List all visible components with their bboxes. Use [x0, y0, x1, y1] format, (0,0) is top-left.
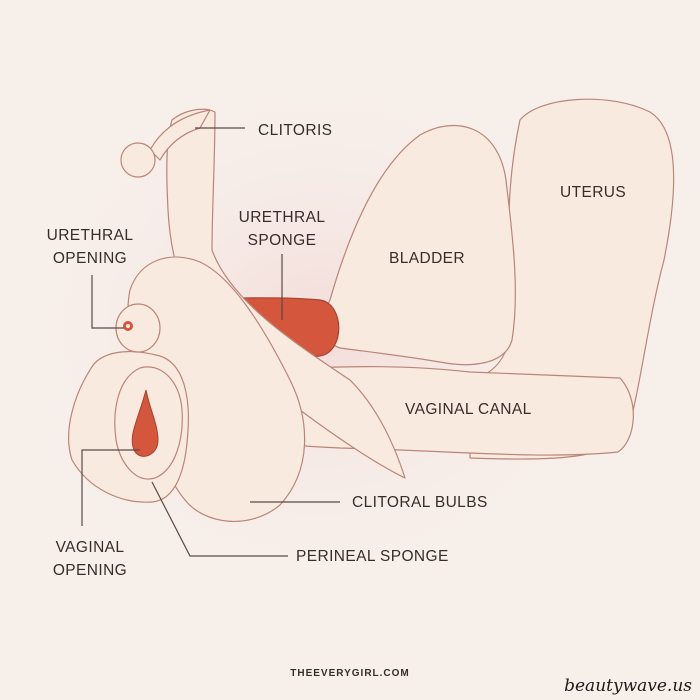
vaginal-opening-shape: [131, 389, 159, 457]
clitoris-stem: [149, 109, 211, 161]
label-perineal-sponge: PERINEAL SPONGE: [296, 548, 449, 565]
label-bladder: BLADDER: [389, 250, 466, 267]
source-credit: THEEVERYGIRL.COM: [290, 668, 410, 679]
label-vaginal-opening: VAGINAL OPENING: [40, 536, 140, 582]
label-vaginal-opening-line2: OPENING: [52, 562, 128, 579]
clitoris-glans: [120, 142, 156, 178]
label-uterus: UTERUS: [560, 184, 627, 201]
label-clitoral-bulbs: CLITORAL BULBS: [352, 494, 488, 511]
label-urethral-sponge-line1: URETHRAL: [238, 209, 326, 226]
label-vaginal-opening-line1: VAGINAL: [55, 539, 125, 556]
leader-urethral-opening: [91, 275, 124, 329]
leader-perineal-sponge: [151, 481, 288, 557]
watermark: beautywave.us: [564, 676, 692, 696]
label-vaginal-canal: VAGINAL CANAL: [405, 401, 532, 418]
leader-vaginal-opening: [81, 449, 140, 526]
label-urethral-opening-line2: OPENING: [52, 250, 128, 267]
label-urethral-sponge: URETHRAL SPONGE: [232, 206, 332, 252]
label-urethral-opening-line1: URETHRAL: [46, 227, 134, 244]
urethral-opening-center: [126, 324, 130, 328]
bladder-shape: [322, 124, 516, 366]
label-clitoris: CLITORIS: [258, 122, 333, 139]
label-urethral-sponge-line2: SPONGE: [247, 232, 317, 249]
label-urethral-opening: URETHRAL OPENING: [40, 224, 140, 270]
